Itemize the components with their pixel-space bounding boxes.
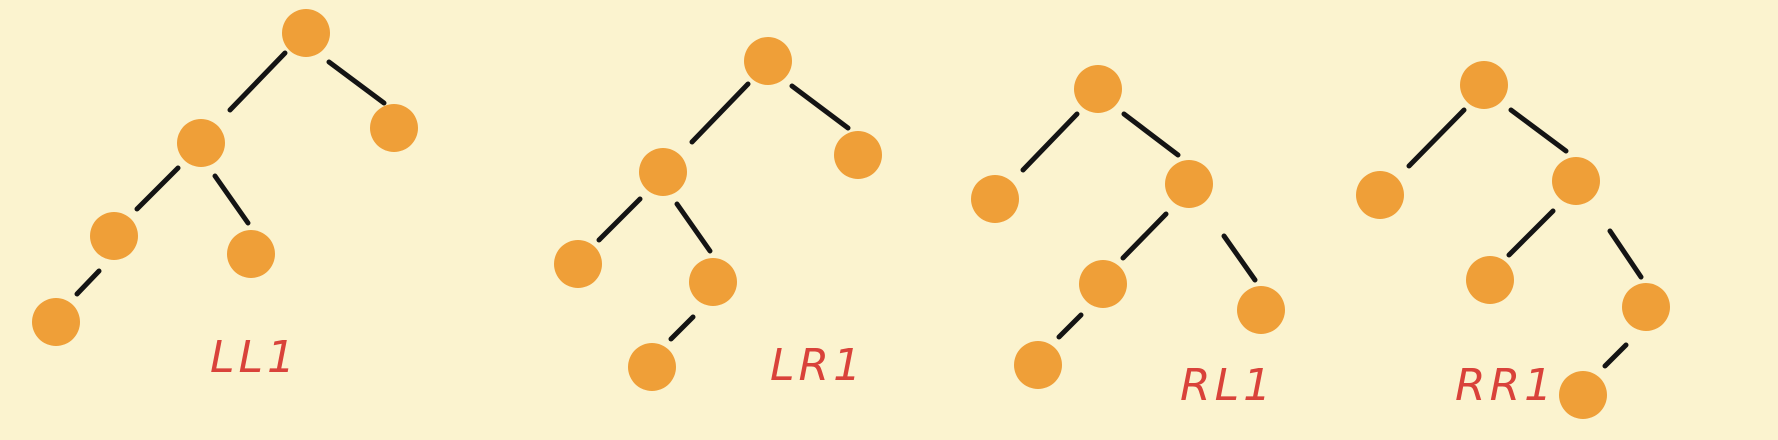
node <box>1552 157 1600 205</box>
node <box>834 131 882 179</box>
node <box>32 298 80 346</box>
node <box>227 230 275 278</box>
edge <box>326 59 387 106</box>
node <box>1622 283 1670 331</box>
node <box>1237 286 1285 334</box>
node <box>370 104 418 152</box>
node-root <box>744 37 792 85</box>
tree-rr1: RR1 <box>1356 61 1670 419</box>
edge <box>1056 312 1084 340</box>
edge <box>1221 233 1258 283</box>
tree-lr1: LR1 <box>554 37 882 391</box>
edge <box>596 196 643 243</box>
tree-ll1: LL1 <box>32 9 418 383</box>
edge <box>1506 208 1556 258</box>
edge <box>74 268 102 297</box>
case-label-ll1: LL1 <box>210 332 299 383</box>
edge <box>1020 111 1080 173</box>
node <box>1356 171 1404 219</box>
edge <box>1602 342 1629 369</box>
edge <box>674 201 713 254</box>
node-root <box>1074 65 1122 113</box>
node <box>177 119 225 167</box>
case-label-lr1: LR1 <box>770 340 865 391</box>
node <box>689 258 737 306</box>
edge <box>227 50 288 113</box>
node <box>1466 256 1514 304</box>
node <box>971 175 1019 223</box>
edge <box>1607 228 1644 280</box>
tree-rl1: RL1 <box>971 65 1285 411</box>
edge <box>212 173 251 226</box>
edge <box>689 81 751 145</box>
edge <box>1120 211 1169 261</box>
edge <box>134 165 181 212</box>
node <box>628 343 676 391</box>
case-label-rl1: RL1 <box>1180 360 1275 411</box>
node <box>90 212 138 260</box>
node <box>1079 260 1127 308</box>
edge <box>1508 107 1569 154</box>
case-label-rr1: RR1 <box>1455 360 1556 411</box>
edge <box>1406 107 1467 169</box>
edge <box>1121 111 1181 158</box>
node <box>1165 160 1213 208</box>
node <box>1559 371 1607 419</box>
node-root <box>1460 61 1508 109</box>
node <box>639 148 687 196</box>
node <box>554 240 602 288</box>
node <box>1014 341 1062 389</box>
edge <box>789 83 851 131</box>
node-root <box>282 9 330 57</box>
edge <box>668 314 696 342</box>
